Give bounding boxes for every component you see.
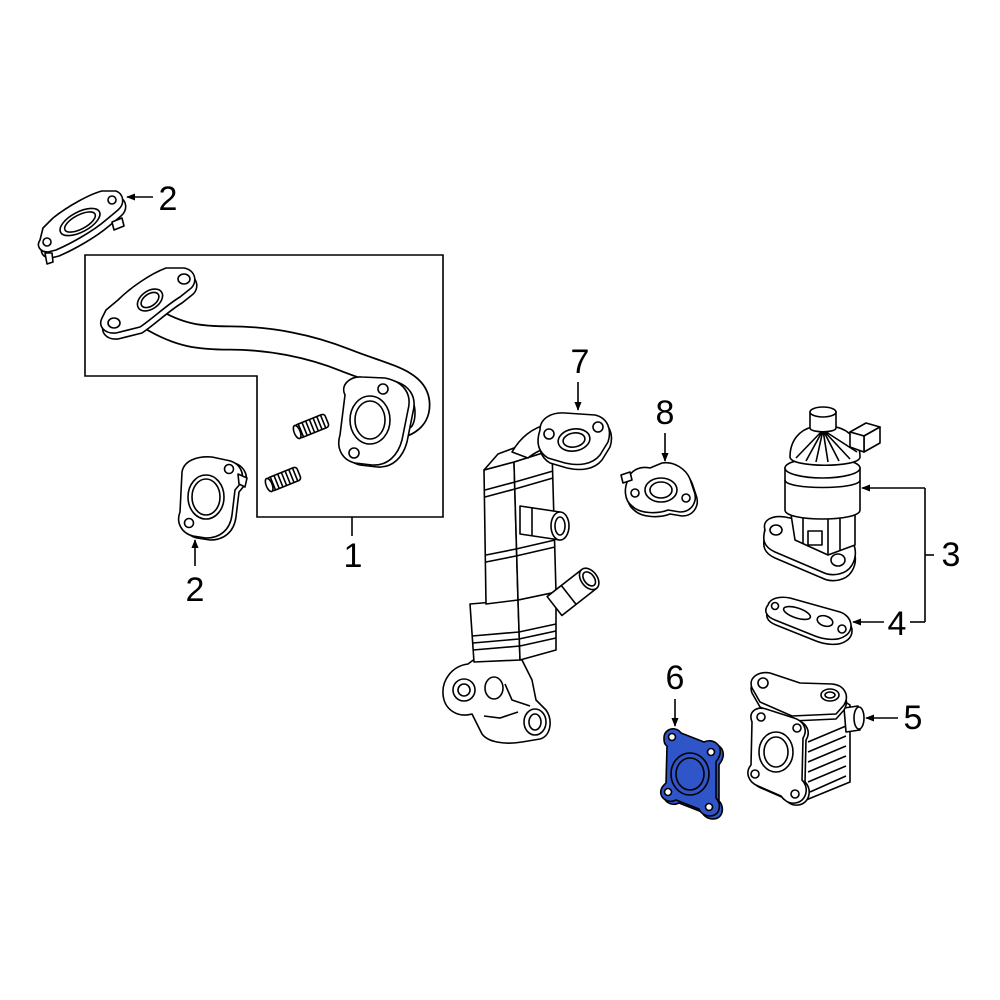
housing-front-bolt-hole bbox=[792, 723, 802, 733]
highlighted-gasket bbox=[659, 728, 725, 820]
upper-gasket-bolt-hole bbox=[107, 195, 117, 205]
cooler-flange-bolt-hole bbox=[592, 421, 604, 433]
lower-gasket bbox=[177, 456, 248, 541]
callout-cooler-gasket: 8 bbox=[656, 394, 675, 432]
stud-thread bbox=[297, 414, 327, 438]
housing-outlet-end bbox=[853, 706, 865, 730]
cooler-stub-lower-bore bbox=[582, 571, 597, 587]
callout-valve: 3 bbox=[942, 536, 961, 574]
cooler-lower-ribs bbox=[471, 623, 557, 651]
housing-top-flange bbox=[750, 671, 848, 717]
lower-gasket-bolt-hole bbox=[223, 463, 235, 475]
highlighted-gasket-bolt-hole bbox=[667, 732, 677, 742]
housing-front-port-inner bbox=[763, 736, 789, 768]
pipe-right-flange-port-inner bbox=[354, 400, 386, 440]
cooler-gasket-bolt-hole bbox=[630, 488, 640, 498]
upper-gasket-tab bbox=[44, 252, 54, 265]
pipe-left-flange-bolt-hole bbox=[107, 317, 121, 329]
cooler-lower-band-left bbox=[469, 599, 521, 663]
highlighted-gasket-bolt-hole bbox=[663, 787, 673, 797]
valve-neck-connector bbox=[807, 530, 823, 546]
cooler-flange-bolt-hole bbox=[543, 428, 555, 440]
stud-end bbox=[292, 424, 302, 440]
housing bbox=[747, 671, 865, 806]
housing-front-bolt-hole bbox=[756, 712, 766, 722]
callout-valve-gasket: 4 bbox=[888, 605, 907, 643]
highlighted-gasket-bolt-hole bbox=[706, 747, 716, 757]
pipe-tube-body bbox=[144, 308, 429, 439]
stud-upper bbox=[292, 413, 330, 440]
valve-gasket bbox=[765, 596, 853, 646]
valve-base-bolt-hole bbox=[830, 553, 846, 567]
callout-pipe-assembly: 1 bbox=[344, 537, 363, 575]
housing-front-bolt-hole bbox=[790, 789, 800, 799]
callout-housing: 5 bbox=[904, 699, 923, 737]
callout-cooler: 7 bbox=[571, 343, 590, 381]
callout-highlighted-gasket: 6 bbox=[666, 659, 685, 697]
highlighted-gasket-port-inner bbox=[675, 757, 705, 791]
pipe-assembly-box bbox=[84, 254, 444, 518]
upper-gasket-bolt-hole bbox=[42, 237, 52, 247]
cooler-flange-port-inner bbox=[562, 432, 586, 448]
lower-gasket-bolt-hole bbox=[183, 517, 195, 529]
lower-gasket-tab bbox=[237, 473, 248, 488]
pipe bbox=[100, 267, 431, 468]
stud-thread bbox=[269, 467, 299, 491]
housing-top-port-inner bbox=[824, 691, 836, 699]
callout-lower-gasket: 2 bbox=[186, 571, 205, 609]
cooler-gasket bbox=[620, 461, 698, 518]
cooler bbox=[442, 412, 613, 744]
pipe-right-flange-bolt-hole bbox=[348, 447, 360, 459]
housing-front-bolt-hole bbox=[750, 769, 760, 779]
cooler-bracket-boss bbox=[484, 676, 504, 700]
housing-side-ribs bbox=[807, 725, 847, 793]
cooler-stub-lower bbox=[546, 567, 600, 617]
cooler-stub-upper-bore bbox=[554, 516, 566, 536]
valve bbox=[762, 406, 881, 582]
highlighted-gasket-bolt-hole bbox=[704, 802, 714, 812]
valve-gasket-bolt-hole bbox=[837, 624, 847, 634]
cooler-stub-lower-ring bbox=[560, 584, 577, 605]
valve-cap-top bbox=[809, 406, 837, 418]
valve-connector-front bbox=[849, 431, 865, 453]
valve-body-band bbox=[784, 479, 861, 489]
valve-neck-webs bbox=[802, 514, 841, 555]
cooler-gasket-bolt-hole bbox=[681, 493, 691, 503]
callout-upper-gasket: 2 bbox=[159, 180, 178, 218]
stud-end bbox=[264, 477, 274, 493]
upper-gasket-tab bbox=[111, 217, 125, 231]
pipe-left-flange-port-inner bbox=[140, 291, 160, 309]
upper-gasket bbox=[37, 190, 127, 265]
cooler-bracket-hole-inner bbox=[528, 713, 542, 731]
valve-gasket-slot bbox=[782, 605, 812, 621]
pipe-right-flange-bolt-hole bbox=[377, 383, 389, 395]
pipe-left-flange-bolt-hole bbox=[177, 273, 191, 285]
lower-gasket-port-inner bbox=[191, 478, 221, 516]
valve-gasket-bolt-hole bbox=[770, 601, 780, 611]
cooler-bracket-hole-inner bbox=[457, 683, 471, 697]
upper-gasket-port-inner bbox=[63, 211, 97, 233]
cooler-body-ribs bbox=[484, 470, 556, 563]
housing-top-bolt-hole bbox=[757, 677, 769, 689]
stud-lower bbox=[264, 466, 302, 493]
valve-dome-ribs bbox=[795, 429, 858, 463]
cooler-gasket-tab bbox=[620, 471, 633, 484]
valve-gasket-port bbox=[816, 614, 834, 628]
cooler-gasket-port-inner bbox=[649, 481, 673, 499]
valve-base-bolt-hole bbox=[769, 524, 783, 536]
valve-body bbox=[784, 467, 861, 520]
cooler-bracket-web bbox=[483, 683, 531, 719]
